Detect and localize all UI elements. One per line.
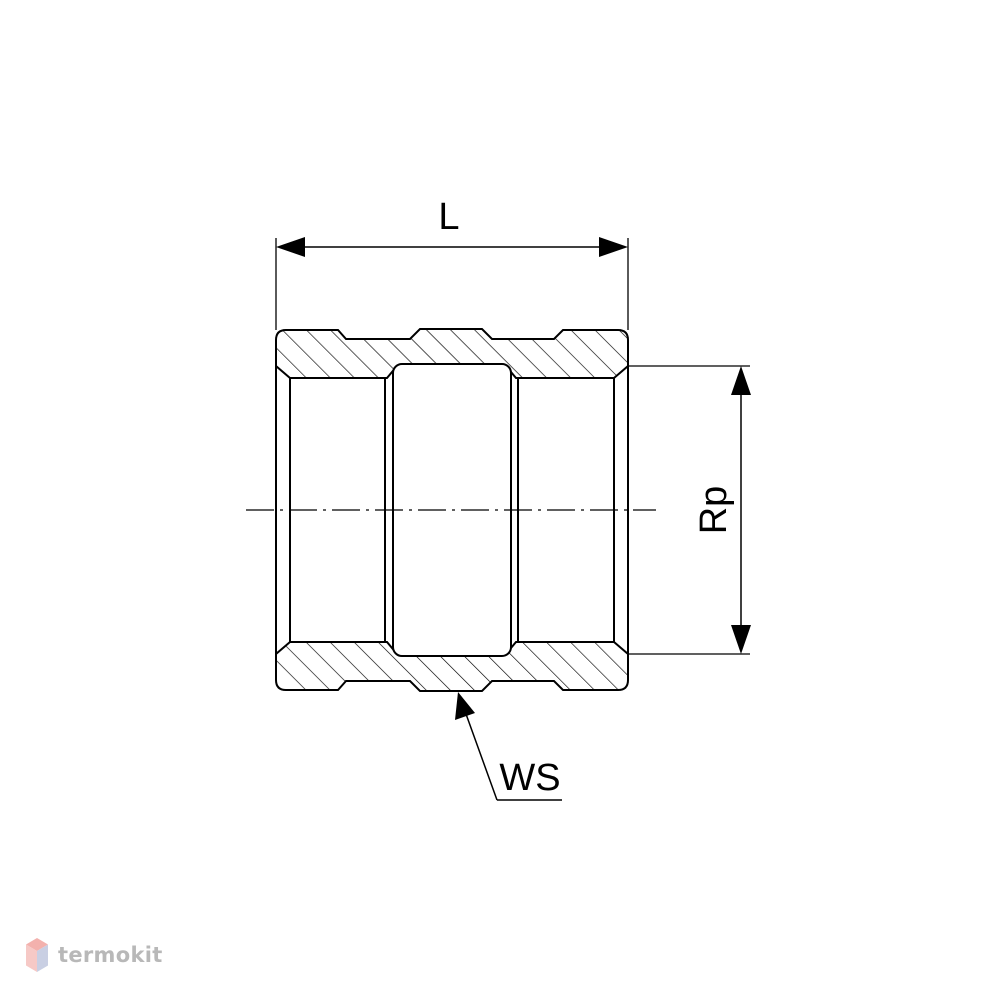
thread-label: Rp [693,486,735,535]
thread-arrow-bottom [731,625,751,654]
wrench-leader-line [465,713,498,801]
wrench-size-label: WS [499,757,560,799]
length-arrow-left [276,237,305,257]
watermark-text: termokit [58,943,163,967]
bottom-wall-section [275,641,629,692]
length-label: L [438,196,459,238]
wrench-leader-arrow [455,692,475,720]
top-wall-section [275,328,629,379]
length-arrow-right [599,237,628,257]
termokit-logo [26,938,48,972]
thread-arrow-top [731,366,751,395]
termokit-watermark: termokit [24,934,163,976]
